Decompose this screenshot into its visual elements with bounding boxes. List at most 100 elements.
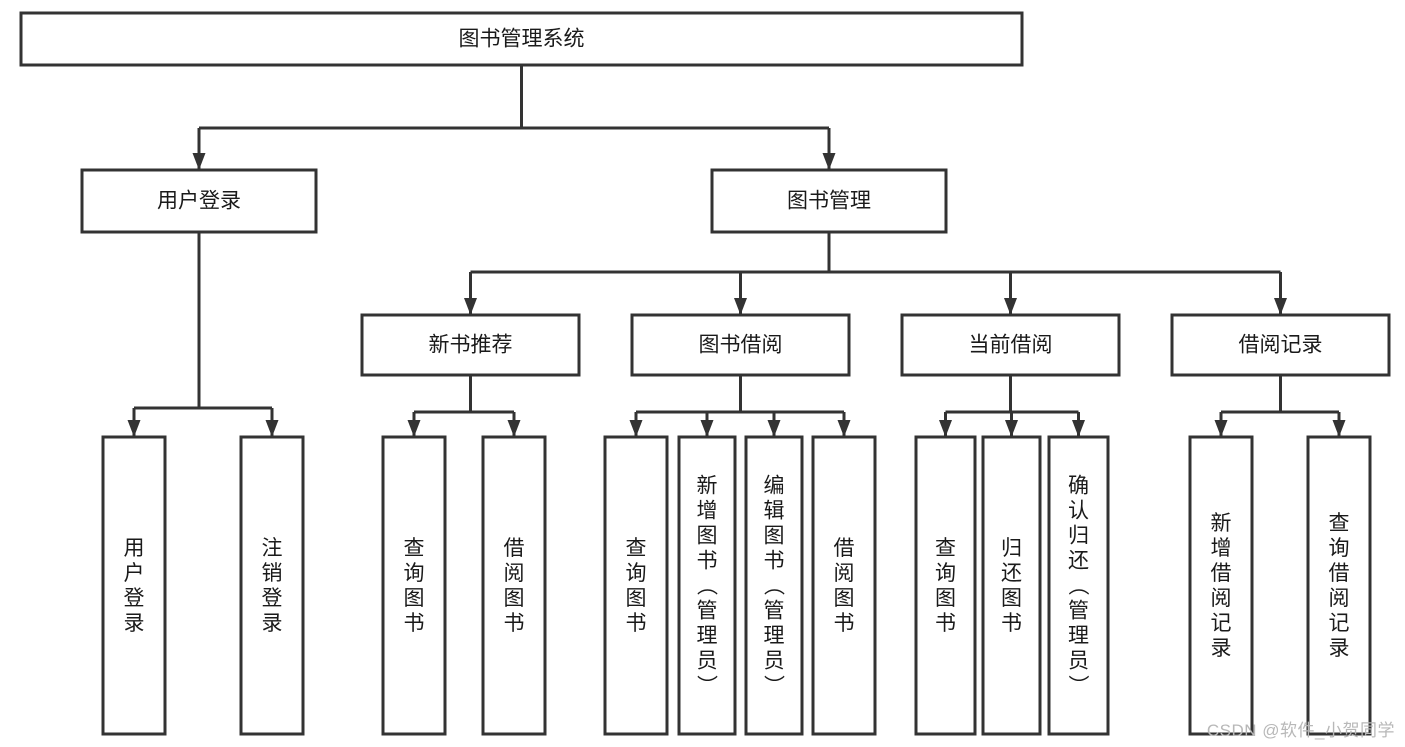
node-level2-3[interactable]: 借阅记录 [1170, 313, 1391, 377]
leaf-label-char: 登 [124, 587, 145, 610]
leaf-label-char: 录 [124, 612, 145, 635]
node-level2-2[interactable]: 当前借阅 [900, 313, 1121, 377]
node-box[interactable] [630, 313, 851, 377]
arrow-head-icon [1214, 420, 1228, 437]
node-label: 图书管理系统 [459, 28, 585, 51]
leaf-box[interactable] [239, 435, 305, 736]
node-box[interactable] [80, 168, 318, 234]
leaf-node-0-用户登录[interactable]: 用户登录 [101, 435, 167, 736]
leaf-box[interactable] [603, 435, 669, 736]
arrow-head-icon [1072, 420, 1085, 437]
node-level2-0[interactable]: 新书推荐 [360, 313, 581, 377]
leaf-label-char: 新 [697, 475, 718, 498]
arrow-head-icon [1332, 420, 1346, 437]
leaf-label-char: 书 [626, 612, 647, 635]
leaf-box[interactable] [1188, 435, 1254, 736]
leaf-label-char: 新 [1211, 512, 1232, 535]
leaf-label-char: ） [762, 675, 785, 696]
leaf-label-char: 图 [504, 587, 525, 610]
node-label: 借阅记录 [1239, 334, 1323, 357]
node-label: 用户登录 [157, 190, 241, 213]
leaf-label-char: 书 [404, 612, 425, 635]
leaf-label-char: 阅 [1211, 587, 1232, 610]
leaf-box[interactable] [914, 435, 977, 736]
leaf-label-char: 书 [697, 550, 718, 573]
leaf-label-char: 员 [764, 650, 785, 673]
arrow-head-icon [1004, 298, 1017, 315]
leaf-box[interactable] [981, 435, 1042, 736]
leaf-label-char: 图 [764, 525, 785, 548]
arrow-head-icon [939, 420, 952, 437]
leaf-box[interactable] [811, 435, 877, 736]
leaf-box[interactable] [1306, 435, 1372, 736]
leaf-label-char: 用 [124, 537, 145, 560]
arrow-head-icon [734, 298, 747, 315]
arrow-head-icon [700, 420, 714, 437]
leaf-label-char: 确 [1068, 475, 1089, 498]
node-box[interactable] [900, 313, 1121, 377]
leaf-label-char: 注 [262, 537, 283, 560]
leaf-label-char: 图 [697, 525, 718, 548]
node-box[interactable] [710, 168, 948, 234]
node-root-0[interactable]: 图书管理系统 [19, 11, 1024, 67]
leaf-label-char: 管 [1068, 600, 1089, 623]
arrow-head-icon [822, 153, 836, 170]
leaf-label-char: 查 [404, 537, 425, 560]
leaf-box[interactable] [677, 435, 737, 736]
leaf-box[interactable] [101, 435, 167, 736]
leaf-label-char: 图 [1001, 587, 1022, 610]
leaf-label-char: 书 [935, 612, 956, 635]
node-level1-1[interactable]: 图书管理 [710, 168, 948, 234]
arrow-head-icon [127, 420, 141, 437]
leaf-label-char: 员 [1068, 650, 1089, 673]
arrow-head-icon [464, 298, 477, 315]
node-label: 图书管理 [787, 190, 871, 213]
arrow-head-icon [1005, 420, 1018, 437]
leaf-label-char: 录 [1329, 637, 1350, 660]
leaf-label-char: 归 [1068, 525, 1089, 548]
leaf-box[interactable] [744, 435, 804, 736]
leaf-label-char: 询 [935, 562, 956, 585]
connector-layer [127, 65, 1346, 437]
leaf-label-char: （ [1066, 575, 1089, 596]
node-box[interactable] [19, 11, 1024, 67]
arrow-head-icon [407, 420, 421, 437]
node-box[interactable] [1170, 313, 1391, 377]
arrow-head-icon [192, 153, 206, 170]
leaf-label-char: 记 [1211, 612, 1232, 635]
leaf-label-char: 还 [1068, 550, 1089, 573]
arrow-head-icon [507, 420, 521, 437]
leaf-label-char: 阅 [834, 562, 855, 585]
leaf-label-char: 图 [404, 587, 425, 610]
leaf-box[interactable] [1047, 435, 1110, 736]
leaf-label-char: 辑 [764, 500, 785, 523]
leaf-label-char: 借 [504, 537, 525, 560]
leaf-label-char: 查 [626, 537, 647, 560]
leaf-label-char: 还 [1001, 562, 1022, 585]
leaf-box[interactable] [481, 435, 547, 736]
leaf-label-char: 借 [1329, 562, 1350, 585]
node-label: 新书推荐 [429, 334, 513, 357]
node-box[interactable] [360, 313, 581, 377]
leaf-label-char: 书 [504, 612, 525, 635]
leaf-label-char: 录 [262, 612, 283, 635]
leaf-box[interactable] [381, 435, 447, 736]
leaf-label-char: 询 [1329, 537, 1350, 560]
node-level1-0[interactable]: 用户登录 [80, 168, 318, 234]
leaf-label-char: 增 [697, 500, 718, 523]
node-level2-1[interactable]: 图书借阅 [630, 313, 851, 377]
leaf-label-char: （ [695, 575, 718, 596]
